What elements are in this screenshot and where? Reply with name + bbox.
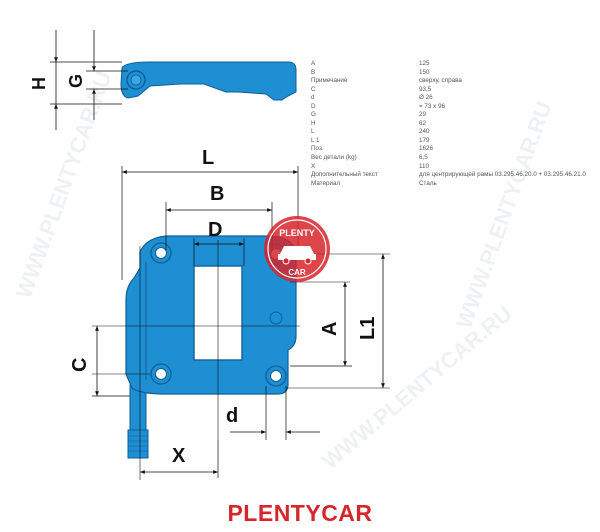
spec-row: D = 73 x 96 (311, 103, 597, 112)
spec-key: Материал (311, 179, 341, 187)
spec-row: Материал Сталь (311, 180, 597, 189)
side-view-body (120, 61, 297, 101)
spec-row: A 125 (311, 60, 597, 69)
spec-value: 93,5 (419, 85, 432, 93)
spec-value: Сталь (419, 179, 437, 187)
dim-label-D: D (208, 219, 222, 241)
dim-label-B: B (210, 183, 224, 205)
spec-key: H (311, 119, 316, 127)
spec-value: 110 (419, 162, 430, 170)
plentycar-stamp-logo: PLENTY CAR (264, 216, 330, 282)
spec-key: Вес детали (kg) (311, 154, 357, 162)
spec-key: Дополнительный текст (311, 171, 378, 179)
spec-value: 62 (419, 119, 427, 127)
spec-key: X (311, 162, 316, 170)
dim-label-X: X (172, 445, 186, 467)
spec-key: Примечание (311, 77, 348, 85)
spec-value: 179 (419, 136, 430, 144)
spec-row: Примечание сверху, справа (311, 77, 597, 86)
stamp-text: PLENTY (279, 228, 315, 238)
stamp-text-lower: CAR (288, 268, 306, 277)
spec-row: L 1 179 (311, 137, 597, 146)
spec-key: D (311, 102, 316, 110)
spec-value: 6,5 (419, 154, 428, 162)
stem-thread (127, 429, 149, 459)
spec-row: Вес детали (kg) 6,5 (311, 154, 597, 163)
spec-value: 29 (419, 111, 427, 119)
spec-key: L (311, 128, 315, 136)
spec-row: Дополнительный текст для центрирующей рам… (311, 171, 597, 180)
center-hole (269, 311, 283, 325)
spec-row: L 240 (311, 128, 597, 137)
front-view: L B D A L1 C d X (69, 147, 390, 480)
spec-value: 125 (419, 60, 430, 67)
spec-key: Поз. (311, 145, 324, 153)
dim-label-L1: L1 (357, 317, 379, 340)
spec-row: C 93,5 (311, 86, 597, 95)
spec-value: Ø 26 (419, 94, 433, 102)
spec-row: Поз. 1626 (311, 145, 597, 154)
spec-row: B 150 (311, 69, 597, 78)
spec-value: 150 (419, 68, 430, 76)
spec-key: A (311, 60, 316, 67)
side-view: H G (29, 30, 297, 130)
spec-value: сверху, справа (419, 77, 462, 85)
spec-key: G (311, 111, 316, 119)
dim-label-L: L (202, 147, 214, 169)
watermark-text: WWW.PLENTYCAR.RU (11, 68, 116, 302)
spec-row: d Ø 26 (311, 94, 597, 103)
brand-footer: PLENTYCAR (227, 500, 373, 526)
dim-label-C: C (69, 358, 91, 372)
dim-label-A: A (319, 322, 341, 336)
dim-label-d: d (226, 405, 238, 427)
spec-value: 1626 (419, 145, 434, 153)
spec-value: 240 (419, 128, 430, 136)
dim-label-G: G (66, 74, 86, 88)
spec-key: B (311, 68, 316, 76)
spec-key: C (311, 85, 316, 93)
spec-value: = 73 x 96 (419, 102, 446, 110)
spec-value: для центрирующей рамы 03.295.46.20.0 + 0… (419, 171, 586, 179)
spec-key: L 1 (311, 136, 320, 144)
spec-key: d (311, 94, 315, 102)
dim-label-H: H (29, 77, 49, 90)
watermark-text: WWW.PLENTYCAR.RU (317, 301, 517, 474)
spec-row: X 110 (311, 163, 597, 172)
spec-row: G 29 (311, 111, 597, 120)
spec-row: H 62 (311, 120, 597, 129)
car-icon (278, 246, 316, 260)
